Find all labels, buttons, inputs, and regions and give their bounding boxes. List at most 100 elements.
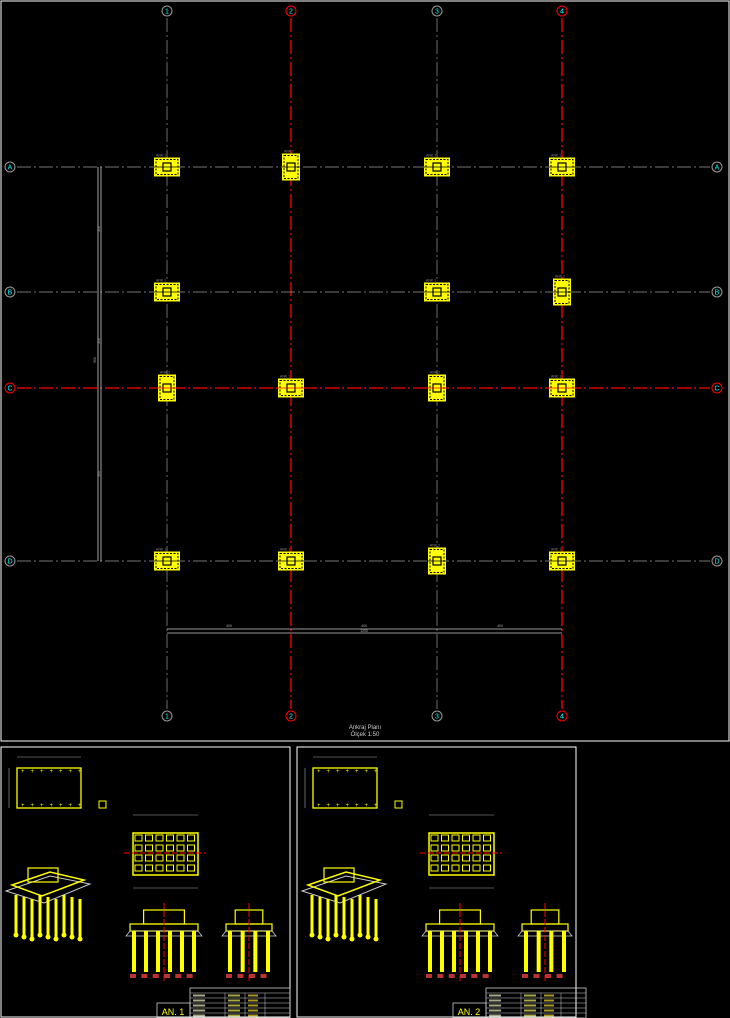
anchor-cell [472,844,481,852]
iso-rod-end [333,932,339,938]
grid-bubble-label: 4 [560,9,564,16]
title-cell [524,1014,536,1017]
rod-tag [448,974,455,978]
rod-tag [522,974,528,978]
title-cell [228,999,240,1002]
anchor-cell [462,864,470,872]
iso-rod-end [365,934,371,940]
base-plate-plan [16,767,82,809]
bolt-mark: + [40,769,44,775]
anchor-pad: ANK.2 [428,371,446,402]
anchor-cell [441,864,449,872]
bolt-mark: + [21,769,25,775]
section-grout [517,930,573,937]
rod-tag [186,974,193,978]
anchor-cell [187,864,195,872]
title-cell [489,1004,501,1007]
grid-bubble-label: 1 [165,9,169,16]
bolt-mark: + [327,769,331,775]
sheet-frame [296,746,577,1018]
title-cell [524,1004,536,1007]
rod-tag [141,974,148,978]
grid-lines [17,18,710,709]
bolt-mark: + [31,803,35,809]
title-cell [248,994,258,997]
bolt-mark: + [317,769,321,775]
anchor-cell [176,844,185,852]
pad-label: ANK.1 [156,279,166,283]
anchor-cell [176,834,185,842]
bolt-mark: + [317,803,321,809]
iso-rod-end [61,932,67,938]
bolt-mark: + [69,769,73,775]
grid-bubble-label: C [714,386,719,393]
grid-bubble [711,555,723,567]
anchor-cell [462,854,470,862]
title-cell [248,1014,258,1017]
grid-bubble-label: A [715,165,720,172]
anchor-cell [451,844,460,852]
bolt-mark: + [59,803,63,809]
bolt-mark: + [365,803,369,809]
anchor-pad: ANK.1 [424,279,450,302]
anchor-cell [441,834,449,842]
title-cell [544,999,554,1002]
grid-bubble [4,555,16,567]
plan-frame [0,0,730,742]
iso-rod-end [45,934,51,940]
anchor-cell [166,864,174,872]
detail-sheet-1: ++++++++++++++AN. 1 [0,746,291,1018]
title-cell [489,994,501,997]
grid-bubble [161,710,173,722]
iso-rod-end [53,936,59,942]
anchor-pad: ANK.1 [549,548,575,571]
bolt-mark: + [50,803,54,809]
dim-label: 300 [97,338,101,344]
rod-tag [426,974,432,978]
title-cell [544,1009,554,1012]
anchor-pad: ANK.1 [154,154,180,177]
iso-rod-end [341,934,347,940]
title-cell [524,999,536,1002]
title-cell [544,1014,554,1017]
anchor-pad: ANK.2 [158,371,176,402]
title-cell [544,994,554,997]
anchor-pad: ANK.1 [424,154,450,177]
pad-label: ANK.2 [284,150,294,154]
title-cell [248,999,258,1002]
grid-bubble [285,710,297,722]
plan-scale: Ölçek 1:50 [351,731,380,738]
title-cell [524,1009,536,1012]
anchor-pad: ANK.1 [154,279,180,302]
iso-rod-end [317,934,323,940]
anchor-cell [430,864,439,872]
anchor-cell [145,834,153,842]
title-cell [193,999,205,1002]
title-cell [228,1014,240,1017]
anchor-cell [462,844,470,852]
anchor-cell [483,834,491,842]
grid-bubble-label: C [7,386,12,393]
rod-tag [460,974,466,978]
bolt-mark: + [40,803,44,809]
bolt-mark: + [374,769,378,775]
anchor-pad: ANK.1 [278,375,304,398]
pad-label: ANK.1 [280,548,290,552]
anchor-cell [166,854,174,862]
anchor-pad: ANK.1 [278,548,304,571]
pad-label: ANK.2 [430,544,440,548]
iso-rod-end [325,936,331,942]
bolt-mark: + [355,803,359,809]
bolt-mark: + [336,769,340,775]
pad-label: ANK.2 [430,371,440,375]
iso-rod-end [309,932,315,938]
anchor-cell [483,864,491,872]
iso-plate-top [305,871,383,897]
anchor-cell [155,844,164,852]
title-cell [193,1009,205,1012]
grid-bubble-label: 3 [435,9,439,16]
anchor-cell [176,854,185,862]
rod-tag [482,974,489,978]
anchor-cell [462,834,470,842]
